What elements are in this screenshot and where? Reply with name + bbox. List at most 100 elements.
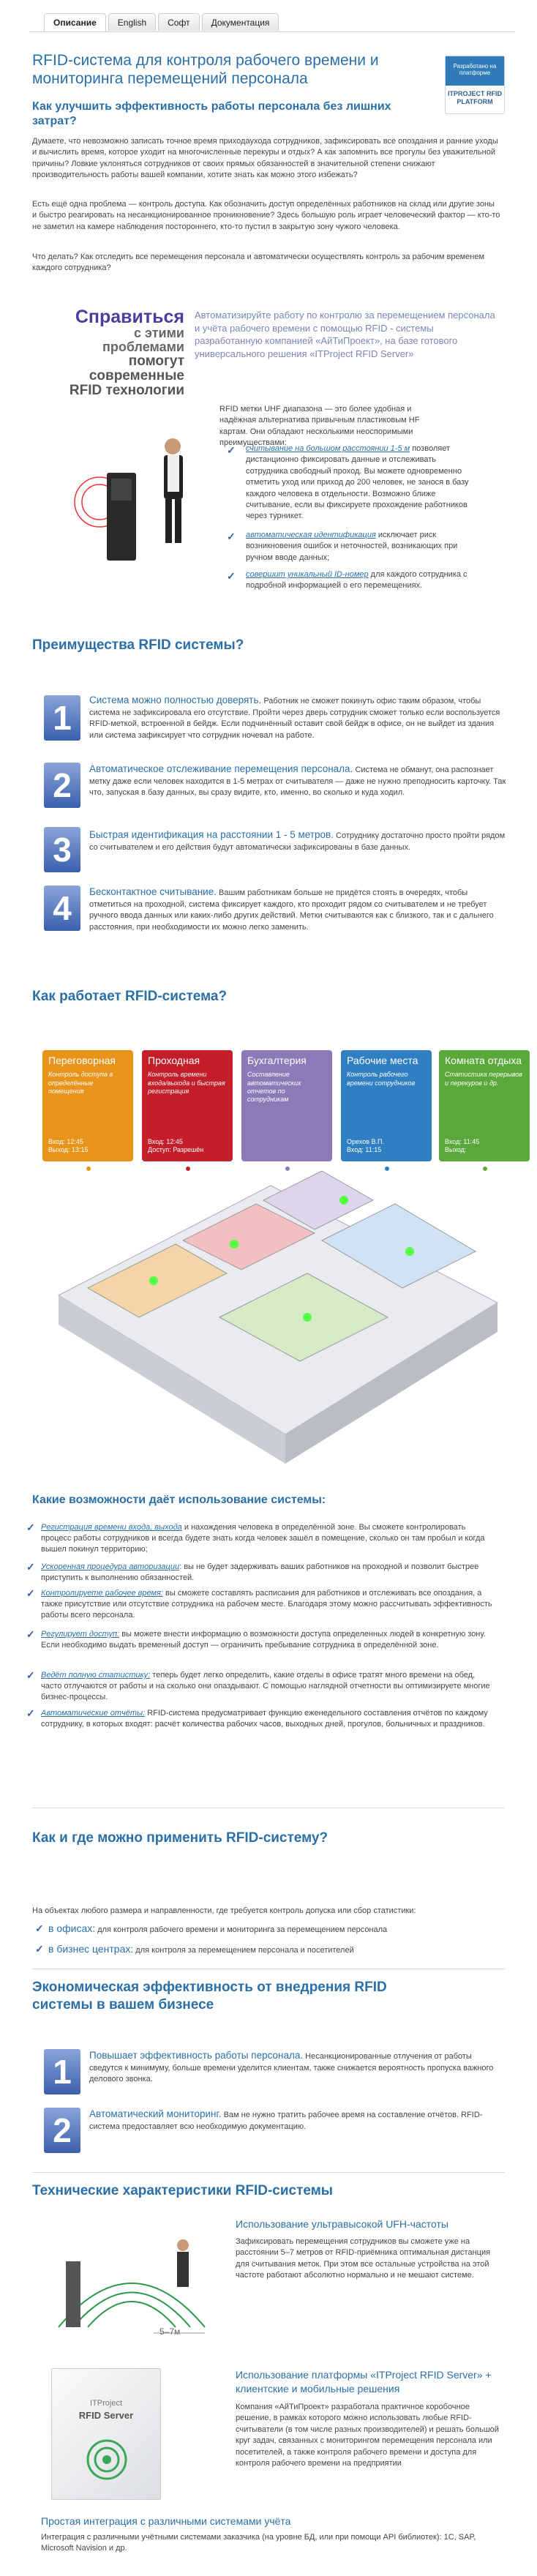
- check-icon: ✓: [26, 1561, 35, 1573]
- solution-item-3: совершит уникальный ID-номер для каждого…: [246, 569, 480, 592]
- where-lead: На объектах любого размера и направленно…: [32, 1906, 416, 1915]
- room-connector-dot: [284, 1165, 291, 1172]
- room-connector-dot: [383, 1165, 391, 1172]
- intro-p3: Что делать? Как отследить все перемещени…: [32, 252, 485, 273]
- solution-lead: Автоматизируйте работу по контролю за пе…: [195, 310, 495, 359]
- tech-heading: Технические характеристики RFID-системы: [32, 2183, 334, 2198]
- slogan-line-1: Справиться: [75, 307, 184, 327]
- check-icon: ✓: [227, 570, 236, 582]
- room-title: Бухгалтерия: [247, 1055, 307, 1066]
- solution-slogan: Справиться с этими проблемами помогут со…: [54, 307, 184, 398]
- advantage-1-text: Работник не сможет покинуть офис таким о…: [89, 697, 500, 740]
- room-title: Рабочие места: [347, 1055, 418, 1066]
- tab-software[interactable]: Софт: [158, 13, 200, 31]
- advantage-3-text: Сотруднику достаточно просто пройти рядо…: [89, 831, 506, 852]
- solution-item-1: считывание на большом расстоянии 1-5 м п…: [246, 443, 480, 523]
- intro-p1: Думаете, что невозможно записать точное …: [32, 137, 498, 180]
- tab-english[interactable]: English: [108, 13, 157, 31]
- check-icon: ✓: [227, 531, 236, 542]
- check-icon: ✓: [26, 1587, 35, 1599]
- possibility-item: ✓ Автоматические отчёты: RFID-система пре…: [26, 1707, 495, 1730]
- possibility-item: ✓Ускоренная процедура авторизации: вы не…: [26, 1561, 495, 1584]
- possibility-title: Ведёт полную статистику:: [41, 1671, 151, 1680]
- tech-block-1-title: Использование ультравысокой UFH-частоты: [236, 2218, 448, 2230]
- possibilities-heading: Какие возможности даёт использование сис…: [32, 1494, 326, 1506]
- economy-item-1-text: Несанкционированные отлучения от работы …: [89, 2052, 494, 2084]
- wireless-icon: [86, 2439, 127, 2480]
- advantage-3-title: Быстрая идентификация на расстоянии 1 - …: [89, 829, 334, 840]
- slogan-line-2: с этими проблемами: [102, 326, 184, 355]
- tab-bar: Описание English Софт Документация: [44, 13, 281, 32]
- solution-item-1-text: позволяет дистанционно фиксировать данны…: [246, 444, 469, 521]
- possibility-title: Регистрация времени входа, выхода: [41, 1523, 182, 1532]
- economy-number-2: 2: [44, 2108, 80, 2153]
- possibility-item: ✓Ведёт полную статистику: теперь будет л…: [26, 1669, 495, 1703]
- check-icon: ✓: [35, 1922, 44, 1934]
- room-title: Переговорная: [48, 1055, 116, 1066]
- where-item-1-title: в офисах:: [48, 1922, 96, 1934]
- room-connector-dot: [481, 1165, 489, 1172]
- check-icon: ✓: [35, 1943, 44, 1955]
- room-connector-dot: [184, 1165, 192, 1172]
- advantage-2-title: Автоматическое отслеживание перемещения …: [89, 763, 353, 774]
- tech-block-2-title: Использование платформы «ITProject RFID …: [236, 2369, 492, 2395]
- economy-heading: Экономическая эффективность от внедрения…: [32, 1980, 387, 2012]
- advantage-4-text: Вашим работникам больше не придётся стоя…: [89, 888, 494, 932]
- tech-block-3-title: Простая интеграция с различными системам…: [41, 2515, 291, 2527]
- check-icon: ✓: [227, 444, 236, 456]
- advantage-number-2: 2: [44, 763, 80, 808]
- advantage-4: Бесконтактное считывание. Вашим работник…: [89, 886, 506, 933]
- software-box: ITProject RFID Server: [51, 2368, 161, 2500]
- solution-item-2-title: автоматическая идентификация: [246, 531, 376, 539]
- room-subtitle: Статистика перерывов и перекуров и др.: [445, 1071, 522, 1087]
- advantage-2-text: Система не обманут, она распознает метку…: [89, 765, 506, 798]
- economy-item-2-title: Автоматический мониторинг.: [89, 2108, 222, 2119]
- room-subtitle: Контроль времени входа/выхода и быстрая …: [148, 1071, 225, 1095]
- where-item-1-text: для контроля рабочего времени и монитори…: [95, 1925, 388, 1934]
- possibility-text: вы сможете составлять расписания для раб…: [41, 1589, 492, 1620]
- tab-divider: [29, 31, 515, 32]
- advantages-heading: Преимущества RFID системы?: [32, 637, 244, 653]
- advantage-2: Автоматическое отслеживание перемещения …: [89, 763, 506, 799]
- advantage-3: Быстрая идентификация на расстоянии 1 - …: [89, 828, 506, 853]
- room-readout: Вход: 11:45 Выход:: [445, 1137, 480, 1154]
- room-readout: Орехов В.П. Вход: 11:15: [347, 1137, 384, 1154]
- possibility-text: : вы не будет задерживать ваших работник…: [41, 1562, 479, 1582]
- where-heading: Как и где можно применить RFID-систему?: [32, 1830, 328, 1846]
- intro-p2: Есть ещё одна проблема — контроль доступ…: [32, 200, 500, 231]
- check-icon: ✓: [26, 1521, 35, 1533]
- possibility-text: RFID-система предусматривает функцию еже…: [41, 1709, 488, 1729]
- where-item-2-title: в бизнес центрах:: [48, 1943, 134, 1955]
- room-title: Комната отдыха: [445, 1055, 522, 1066]
- platform-badge: Разработано на платформе ITPROJECT RFID …: [445, 56, 505, 114]
- solution-item-3-title: совершит уникальный ID-номер: [246, 570, 369, 579]
- advantage-1: Система можно полностью доверять. Работн…: [89, 694, 506, 741]
- possibility-item: ✓Регулирует доступ: вы можете внести инф…: [26, 1628, 495, 1651]
- room-subtitle: Контроль доступа в определённые помещени…: [48, 1071, 113, 1095]
- advantage-number-3: 3: [44, 827, 80, 872]
- check-icon: ✓: [26, 1707, 35, 1719]
- room-readout: Вход: 12:45 Доступ: Разрешён: [148, 1137, 204, 1154]
- intro-heading: Как улучшить эффективность работы персон…: [32, 100, 391, 127]
- solution-item-1-title: считывание на большом расстоянии 1-5 м: [246, 444, 410, 453]
- distance-label: 5–7м: [159, 2326, 181, 2337]
- solution-item-2-text: исключает риск возникновения ошибок и не…: [246, 531, 458, 562]
- economy-number-1: 1: [44, 2049, 80, 2094]
- possibility-title: Автоматические отчёты:: [41, 1709, 146, 1718]
- solution-item-2: автоматическая идентификация исключает р…: [246, 530, 480, 564]
- slogan-line-3: помогут современные: [89, 353, 184, 383]
- solution-description: RFID метки UHF диапазона — это более удо…: [219, 405, 420, 448]
- tab-description[interactable]: Описание: [44, 13, 106, 32]
- possibility-text: теперь будет легко определить, какие отд…: [41, 1671, 490, 1701]
- box-name: RFID Server: [78, 2409, 134, 2421]
- badge-top-text: Разработано на платформе: [446, 56, 504, 86]
- check-icon: ✓: [26, 1628, 35, 1640]
- possibility-item: ✓Контролируете рабочее время: вы сможете…: [26, 1587, 495, 1621]
- tab-documentation[interactable]: Документация: [201, 13, 279, 31]
- room-subtitle: Контроль рабочего времени сотрудников: [347, 1071, 416, 1087]
